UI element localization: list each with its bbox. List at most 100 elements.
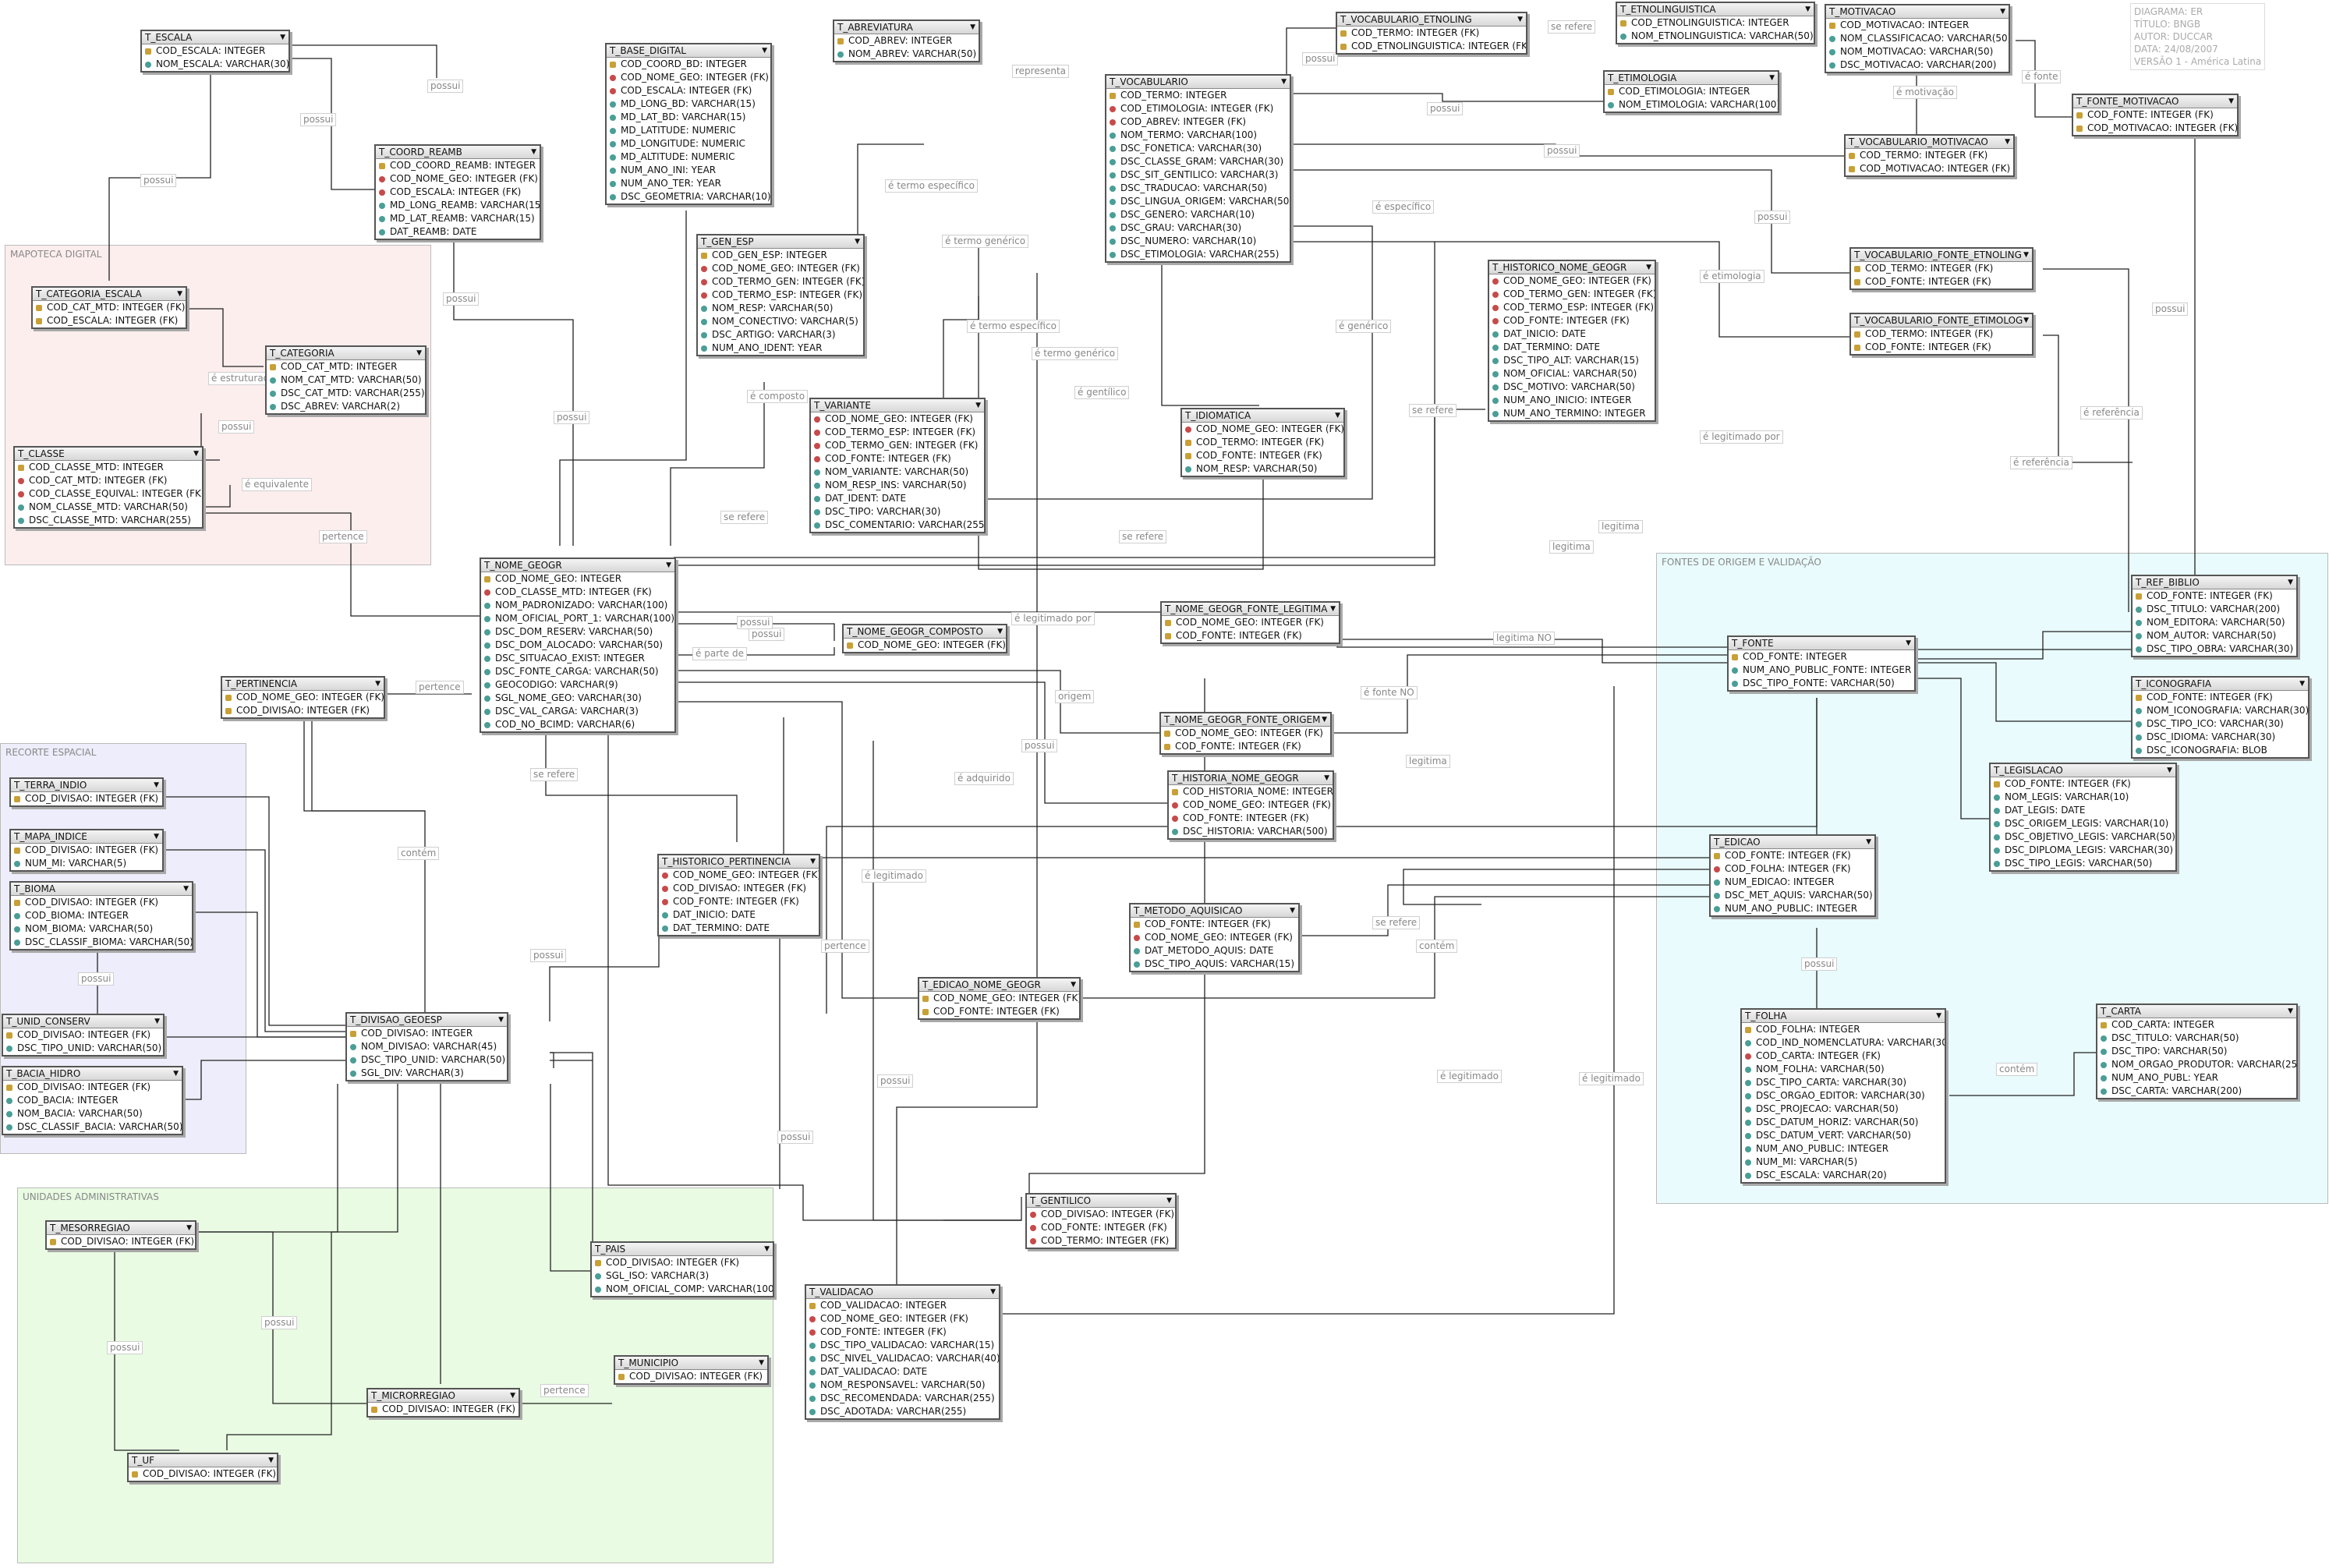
table-column[interactable]: DSC_CLASSE_MTD: VARCHAR(255) xyxy=(15,514,202,527)
table-column[interactable]: DSC_ORIGEM_LEGIS: VARCHAR(10) xyxy=(1991,817,2175,830)
table-column[interactable]: COD_COORD_REAMB: INTEGER xyxy=(376,159,540,172)
table-column[interactable]: COD_NOME_GEO: INTEGER (FK) xyxy=(659,869,819,882)
table-title[interactable]: T_MUNICIPIO▼ xyxy=(615,1357,767,1370)
dropdown-arrow-icon[interactable]: ▼ xyxy=(666,561,671,569)
table-column[interactable]: COD_FONTE: INTEGER (FK) xyxy=(919,1005,1079,1018)
dropdown-arrow-icon[interactable]: ▼ xyxy=(1324,774,1329,782)
table-title[interactable]: T_PERTINENCIA▼ xyxy=(222,678,384,691)
dropdown-arrow-icon[interactable]: ▼ xyxy=(764,1245,770,1253)
table-column[interactable]: DSC_GRAU: VARCHAR(30) xyxy=(1106,221,1290,235)
table-column[interactable]: COD_NOME_GEO: INTEGER (FK) xyxy=(1131,931,1298,944)
table-column[interactable]: COD_FONTE: INTEGER (FK) xyxy=(1162,629,1339,642)
table-t-vocabulario-fonte-etimolog[interactable]: T_VOCABULARIO_FONTE_ETIMOLOG▼COD_TERMO: … xyxy=(1849,313,2033,356)
table-column[interactable]: COD_TERMO: INTEGER (FK) xyxy=(1851,262,2032,275)
table-column[interactable]: COD_FONTE: INTEGER xyxy=(1729,650,1914,664)
table-title[interactable]: T_HISTORIA_NOME_GEOGR▼ xyxy=(1169,772,1333,785)
table-column[interactable]: DSC_DOM_RESERV: VARCHAR(50) xyxy=(481,625,674,639)
table-column[interactable]: COD_CLASSE_EQUIVAL: INTEGER (FK) xyxy=(15,487,202,501)
table-column[interactable]: DSC_SIT_GENTILICO: VARCHAR(3) xyxy=(1106,168,1290,182)
table-title[interactable]: T_PAIS▼ xyxy=(592,1243,773,1256)
table-column[interactable]: COD_FOLHA: INTEGER xyxy=(1742,1023,1945,1036)
table-t-microrregiao[interactable]: T_MICRORREGIAO▼COD_DIVISAO: INTEGER (FK) xyxy=(366,1388,520,1418)
table-title[interactable]: T_DIVISAO_GEOESP▼ xyxy=(347,1014,507,1027)
table-t-variante[interactable]: T_VARIANTE▼COD_NOME_GEO: INTEGER (FK)COD… xyxy=(809,398,986,533)
table-column[interactable]: COD_ESCALA: INTEGER xyxy=(142,44,288,58)
table-column[interactable]: NOM_ABREV: VARCHAR(50) xyxy=(834,48,979,61)
table-column[interactable]: COD_FONTE: INTEGER (FK) xyxy=(1991,777,2175,791)
table-column[interactable]: COD_DIVISAO: INTEGER (FK) xyxy=(3,1028,163,1042)
dropdown-arrow-icon[interactable]: ▼ xyxy=(183,885,189,893)
table-column[interactable]: COD_FONTE: INTEGER (FK) xyxy=(1161,740,1330,753)
dropdown-arrow-icon[interactable]: ▼ xyxy=(2167,766,2172,774)
table-column[interactable]: COD_FONTE: INTEGER (FK) xyxy=(1027,1221,1175,1234)
table-column[interactable]: DSC_TIPO_AQUIS: VARCHAR(15) xyxy=(1131,957,1298,971)
table-column[interactable]: DSC_IDIOMA: VARCHAR(30) xyxy=(2133,731,2308,744)
table-column[interactable]: COD_CLASSE_MTD: INTEGER (FK) xyxy=(481,586,674,599)
table-column[interactable]: GEOCODIGO: VARCHAR(9) xyxy=(481,678,674,692)
table-column[interactable]: COD_FONTE: INTEGER (FK) xyxy=(659,895,819,908)
table-column[interactable]: DAT_TERMINO: DATE xyxy=(1489,341,1655,354)
dropdown-arrow-icon[interactable]: ▼ xyxy=(510,1392,515,1400)
table-column[interactable]: DSC_ESCALA: VARCHAR(20) xyxy=(1742,1169,1945,1182)
table-column[interactable]: DSC_GEOMETRIA: VARCHAR(10) xyxy=(607,190,770,204)
table-column[interactable]: COD_TERMO: INTEGER (FK) xyxy=(1846,149,2013,162)
table-t-vocabulario-motivacao[interactable]: T_VOCABULARIO_MOTIVACAO▼COD_TERMO: INTEG… xyxy=(1844,134,2015,177)
table-column[interactable]: COD_DIVISAO: INTEGER (FK) xyxy=(368,1403,519,1416)
table-column[interactable]: COD_NOME_GEO: INTEGER xyxy=(481,572,674,586)
table-column[interactable]: NOM_CAT_MTD: VARCHAR(50) xyxy=(267,373,425,387)
table-title[interactable]: T_VARIANTE▼ xyxy=(811,399,984,412)
table-column[interactable]: COD_FONTE: INTEGER (FK) xyxy=(2133,589,2296,603)
table-column[interactable]: COD_MOTIVACAO: INTEGER (FK) xyxy=(2073,122,2237,135)
table-column[interactable]: DSC_DATUM_HORIZ: VARCHAR(50) xyxy=(1742,1116,1945,1129)
table-title[interactable]: T_MAPA_INDICE▼ xyxy=(11,830,162,844)
table-column[interactable]: COD_TERMO: INTEGER xyxy=(1106,89,1290,102)
dropdown-arrow-icon[interactable]: ▼ xyxy=(810,858,816,865)
table-column[interactable]: COD_DIVISAO: INTEGER (FK) xyxy=(3,1081,182,1094)
table-column[interactable]: DSC_CLASSE_GRAM: VARCHAR(30) xyxy=(1106,155,1290,168)
table-column[interactable]: NOM_TERMO: VARCHAR(100) xyxy=(1106,129,1290,142)
table-column[interactable]: DSC_ADOTADA: VARCHAR(255) xyxy=(806,1405,999,1418)
dropdown-arrow-icon[interactable]: ▼ xyxy=(855,238,860,246)
table-column[interactable]: NUM_ANO_INI: YEAR xyxy=(607,164,770,177)
table-t-mesorregiao[interactable]: T_MESORREGIAO▼COD_DIVISAO: INTEGER (FK) xyxy=(45,1220,196,1250)
table-t-idiomatica[interactable]: T_IDIOMATICA▼COD_NOME_GEO: INTEGER (FK)C… xyxy=(1180,408,1345,477)
dropdown-arrow-icon[interactable]: ▼ xyxy=(1335,412,1340,419)
table-t-vocabulario-etnoling[interactable]: T_VOCABULARIO_ETNOLING▼COD_TERMO: INTEGE… xyxy=(1336,12,1527,55)
table-column[interactable]: DSC_TIPO: VARCHAR(50) xyxy=(2097,1045,2296,1058)
table-column[interactable]: DSC_FONETICA: VARCHAR(30) xyxy=(1106,142,1290,155)
dropdown-arrow-icon[interactable]: ▼ xyxy=(1936,1012,1941,1020)
table-column[interactable]: COD_DIVISAO: INTEGER (FK) xyxy=(11,792,162,805)
dropdown-arrow-icon[interactable]: ▼ xyxy=(2000,8,2005,16)
table-title[interactable]: T_FOLHA▼ xyxy=(1742,1010,1945,1023)
dropdown-arrow-icon[interactable]: ▼ xyxy=(2023,317,2029,324)
table-column[interactable]: NOM_ETNOLINGUISTICA: VARCHAR(50) xyxy=(1617,30,1814,43)
dropdown-arrow-icon[interactable]: ▼ xyxy=(1906,639,1911,647)
table-column[interactable]: DSC_TIPO: VARCHAR(30) xyxy=(811,505,984,519)
table-column[interactable]: MD_LAT_BD: VARCHAR(15) xyxy=(607,111,770,124)
table-column[interactable]: DSC_ORGAO_EDITOR: VARCHAR(30) xyxy=(1742,1089,1945,1103)
table-column[interactable]: COD_NOME_GEO: INTEGER (FK) xyxy=(1489,274,1655,288)
table-column[interactable]: COD_ETNOLINGUISTICA: INTEGER (FK) xyxy=(1337,40,1526,53)
table-column[interactable]: DSC_DIPLOMA_LEGIS: VARCHAR(30) xyxy=(1991,844,2175,857)
table-title[interactable]: T_METODO_AQUISICAO▼ xyxy=(1131,904,1298,918)
table-title[interactable]: T_EDICAO▼ xyxy=(1711,836,1874,849)
dropdown-arrow-icon[interactable]: ▼ xyxy=(416,349,422,357)
table-column[interactable]: COD_TERMO: INTEGER (FK) xyxy=(1182,436,1343,449)
table-title[interactable]: T_GEN_ESP▼ xyxy=(698,235,863,249)
table-title[interactable]: T_ESCALA▼ xyxy=(142,31,288,44)
table-column[interactable]: NOM_RESP_INS: VARCHAR(50) xyxy=(811,479,984,492)
dropdown-arrow-icon[interactable]: ▼ xyxy=(531,148,536,156)
table-column[interactable]: DAT_METODO_AQUIS: DATE xyxy=(1131,944,1298,957)
table-column[interactable]: COD_DIVISAO: INTEGER (FK) xyxy=(1027,1208,1175,1221)
table-title[interactable]: T_MOTIVACAO▼ xyxy=(1826,5,2009,19)
table-title[interactable]: T_MESORREGIAO▼ xyxy=(47,1222,195,1235)
table-t-nome-geogr-fonte-origem[interactable]: T_NOME_GEOGR_FONTE_ORIGEM▼COD_NOME_GEO: … xyxy=(1159,712,1332,755)
table-t-gentilico[interactable]: T_GENTILICO▼COD_DIVISAO: INTEGER (FK)COD… xyxy=(1025,1193,1177,1249)
table-column[interactable]: DAT_REAMB: DATE xyxy=(376,225,540,239)
table-column[interactable]: NOM_FOLHA: VARCHAR(50) xyxy=(1742,1063,1945,1076)
table-column[interactable]: SGL_DIV: VARCHAR(3) xyxy=(347,1067,507,1080)
table-column[interactable]: COD_TERMO_GEN: INTEGER (FK) xyxy=(811,439,984,452)
table-title[interactable]: T_BIOMA▼ xyxy=(11,883,192,896)
